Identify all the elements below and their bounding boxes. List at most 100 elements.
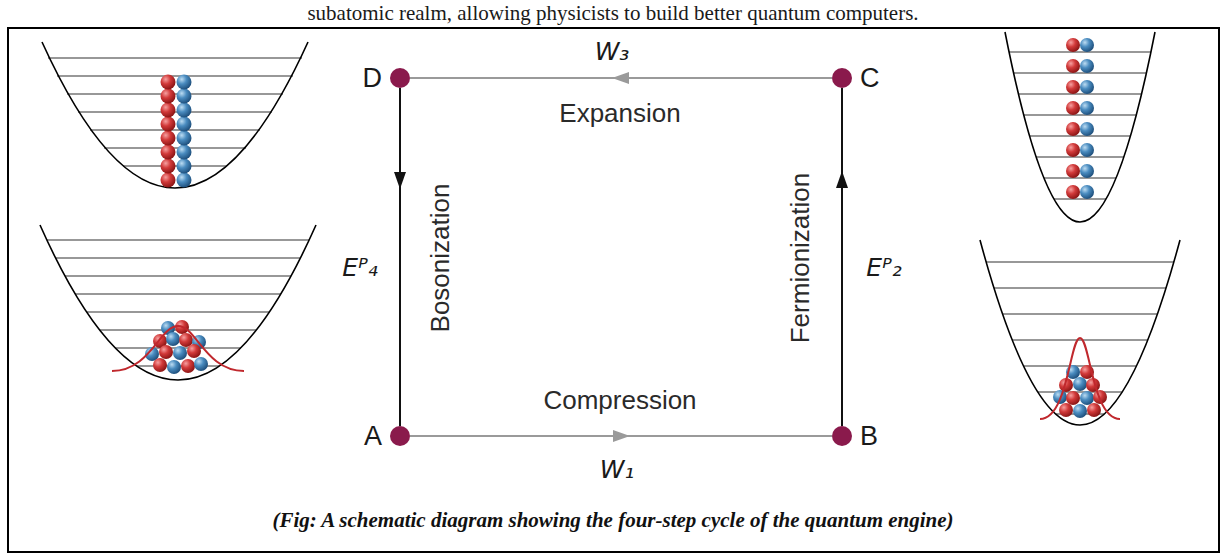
energy-level — [1030, 135, 1130, 136]
trap-potential — [1005, 32, 1155, 222]
red-atom — [1066, 143, 1080, 157]
energy-level — [1014, 72, 1146, 73]
energy-level — [1036, 156, 1124, 157]
energy-level — [90, 129, 260, 130]
step-label: Expansion — [556, 99, 683, 128]
energy-level — [56, 257, 300, 258]
state-point: D — [390, 68, 410, 88]
blue-atom — [177, 131, 192, 146]
state-letter: D — [363, 65, 383, 92]
step-label: Bosonization — [426, 181, 455, 336]
red-atom — [161, 75, 176, 90]
blue-atom — [177, 89, 192, 104]
trap-wide-stacked — [42, 42, 308, 188]
state-letter: C — [860, 65, 880, 92]
blue-atom — [1080, 38, 1094, 52]
energy-level — [1012, 339, 1148, 340]
red-atom — [159, 345, 173, 359]
red-atom — [161, 173, 176, 188]
blue-atom — [177, 75, 192, 90]
energy-level — [1018, 93, 1142, 94]
blue-atom — [1080, 122, 1094, 136]
blue-atom — [177, 173, 192, 188]
energy-level — [75, 293, 281, 294]
state-point: C — [832, 68, 852, 88]
blue-atom — [1080, 80, 1094, 94]
state-letter: B — [860, 423, 878, 450]
cycle-stroke — [399, 88, 401, 426]
blue-atom — [1080, 164, 1094, 178]
cycle-stroke — [410, 77, 832, 79]
energy-level — [87, 311, 269, 312]
trap-potential — [40, 225, 316, 380]
red-atom — [161, 103, 176, 118]
energy-level — [1054, 198, 1106, 199]
blue-atom — [177, 117, 192, 132]
state-point: B — [832, 426, 852, 446]
state-letter: A — [364, 423, 382, 450]
energy-level — [47, 239, 309, 240]
blue-atom — [1080, 391, 1094, 405]
blue-atom — [1080, 185, 1094, 199]
energy-level — [65, 275, 291, 276]
energy-level — [1003, 313, 1157, 314]
red-atom — [1066, 391, 1080, 405]
trap-narrow-cluster — [980, 240, 1180, 425]
blue-atom — [177, 103, 192, 118]
density-profile — [112, 326, 244, 371]
blue-atom — [194, 357, 208, 371]
figure-frame — [8, 28, 1219, 552]
energy-levels — [47, 240, 309, 366]
blue-atom — [173, 346, 187, 360]
blue-atom — [1080, 101, 1094, 115]
red-atom — [181, 359, 195, 373]
red-atom — [161, 131, 176, 146]
energy-levels — [48, 58, 302, 166]
energy-level — [104, 147, 246, 148]
trap-narrow-paired — [1005, 32, 1155, 222]
energy-level — [986, 261, 1174, 262]
energy-symbol: Eᴾ₄ — [342, 254, 377, 282]
blue-atom — [166, 332, 180, 346]
energy-level — [1024, 114, 1136, 115]
energy-levels — [1009, 52, 1151, 199]
cycle-stroke — [841, 88, 843, 426]
red-atom — [161, 89, 176, 104]
blue-atom — [177, 159, 192, 174]
step-label: Compression — [540, 386, 699, 415]
red-atom — [1066, 101, 1080, 115]
red-atom — [1066, 59, 1080, 73]
blue-atom — [1080, 143, 1094, 157]
step-label: Fermionization — [786, 170, 815, 347]
red-atom — [153, 358, 167, 372]
energy-level — [48, 57, 302, 58]
energy-level — [1024, 365, 1136, 366]
red-atom — [161, 159, 176, 174]
red-atom — [187, 344, 201, 358]
energy-level — [57, 75, 293, 76]
trap-wide-cluster — [40, 225, 316, 380]
article-text: subatomic realm, allowing physicists to … — [307, 2, 918, 25]
trap-potential — [980, 240, 1180, 425]
state-point: A — [390, 426, 410, 446]
trap-potential — [42, 42, 308, 188]
red-atom — [161, 145, 176, 160]
figure-caption: (Fig: A schematic diagram showing the fo… — [272, 508, 953, 533]
red-atom — [1066, 80, 1080, 94]
energy-level — [1038, 391, 1122, 392]
cycle-stroke — [410, 435, 832, 437]
energy-symbol: Eᴾ₂ — [866, 254, 901, 282]
energy-level — [994, 287, 1166, 288]
red-atom — [1059, 403, 1073, 417]
density-profile — [1040, 338, 1120, 419]
red-atom — [1087, 403, 1101, 417]
red-atom — [1066, 185, 1080, 199]
energy-level — [1009, 51, 1151, 52]
red-atom — [161, 117, 176, 132]
blue-atom — [167, 360, 181, 374]
red-atom — [1066, 164, 1080, 178]
blue-atom — [177, 145, 192, 160]
blue-atom — [1073, 377, 1087, 391]
energy-level — [1044, 177, 1116, 178]
